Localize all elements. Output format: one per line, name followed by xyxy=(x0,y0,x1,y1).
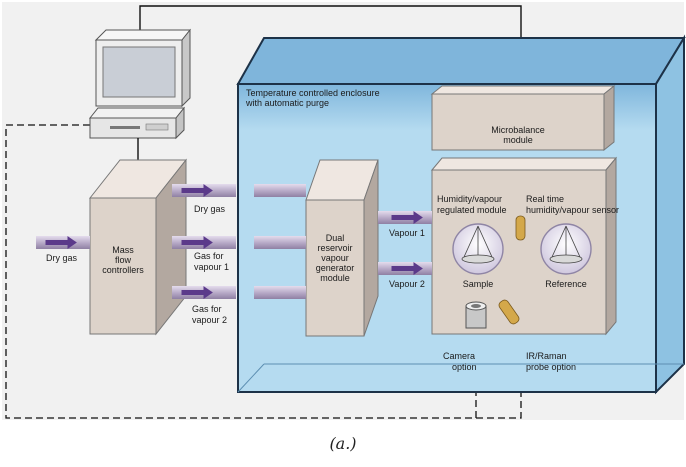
microbalance-box xyxy=(430,84,616,152)
ir-raman-probe-icon xyxy=(498,299,520,325)
camera-label-line2: option xyxy=(452,362,477,372)
arrow-dry-gas-in xyxy=(45,236,77,249)
arrow-vapour1 xyxy=(391,211,423,224)
vapour2-label: Vapour 2 xyxy=(389,279,425,289)
sample-pan xyxy=(452,223,504,275)
dual-label-line5: module xyxy=(320,273,350,283)
enclosure-label-line2: with automatic purge xyxy=(245,98,329,108)
humidity-module-label-line2: regulated module xyxy=(437,205,507,215)
arrow-vapour2 xyxy=(391,262,423,275)
sample-label: Sample xyxy=(463,279,494,289)
mfc-label-line2: flow xyxy=(115,255,132,265)
signal-line xyxy=(139,5,522,40)
gas-vapour1-label-line2: vapour 1 xyxy=(194,262,229,272)
probe-label-line1: IR/Raman xyxy=(526,351,567,361)
gas-vapour2-label-line1: Gas for xyxy=(192,304,222,314)
reference-label: Reference xyxy=(545,279,587,289)
dry-gas-out-label: Dry gas xyxy=(194,204,226,214)
arrow-gas-vapour1 xyxy=(181,236,213,249)
mass-flow-controllers-box xyxy=(88,158,188,336)
sensor-label-line2: humidity/vapour sensor xyxy=(526,205,619,215)
sensor-label-line1: Real time xyxy=(526,194,564,204)
arrow-dry-gas-out xyxy=(181,184,213,197)
probe-label-line2: probe option xyxy=(526,362,576,372)
camera-label-line1: Camera xyxy=(443,351,475,361)
humidity-module-label-line1: Humidity/vapour xyxy=(437,194,502,204)
microbalance-label-line2: module xyxy=(503,135,533,145)
dashed-control-line xyxy=(5,124,477,419)
dual-label-line1: Dual xyxy=(326,233,345,243)
humidity-sensor-icon xyxy=(515,215,526,241)
microbalance-label-line1: Microbalance xyxy=(491,125,545,135)
dual-label-line3: vapour xyxy=(321,253,349,263)
dual-label-line2: reservoir xyxy=(317,243,352,253)
monitor-screen xyxy=(102,46,176,98)
enclosure-label-line1: Temperature controlled enclosure xyxy=(246,88,380,98)
figure-caption: (a.) xyxy=(329,434,356,453)
dual-reservoir-box xyxy=(305,159,379,337)
reference-pan xyxy=(540,223,592,275)
dry-gas-in-label: Dry gas xyxy=(46,253,78,263)
vapour1-label: Vapour 1 xyxy=(389,228,425,238)
mfc-label-line1: Mass xyxy=(112,245,134,255)
mfc-label-line3: controllers xyxy=(102,265,144,275)
flow-arrows xyxy=(45,184,423,299)
computer xyxy=(88,28,192,140)
gas-vapour1-label-line1: Gas for xyxy=(194,251,224,261)
arrow-gas-vapour2 xyxy=(181,286,213,299)
camera-icon xyxy=(465,301,487,329)
gas-vapour2-label-line2: vapour 2 xyxy=(192,315,227,325)
dual-label-line4: generator xyxy=(316,263,355,273)
